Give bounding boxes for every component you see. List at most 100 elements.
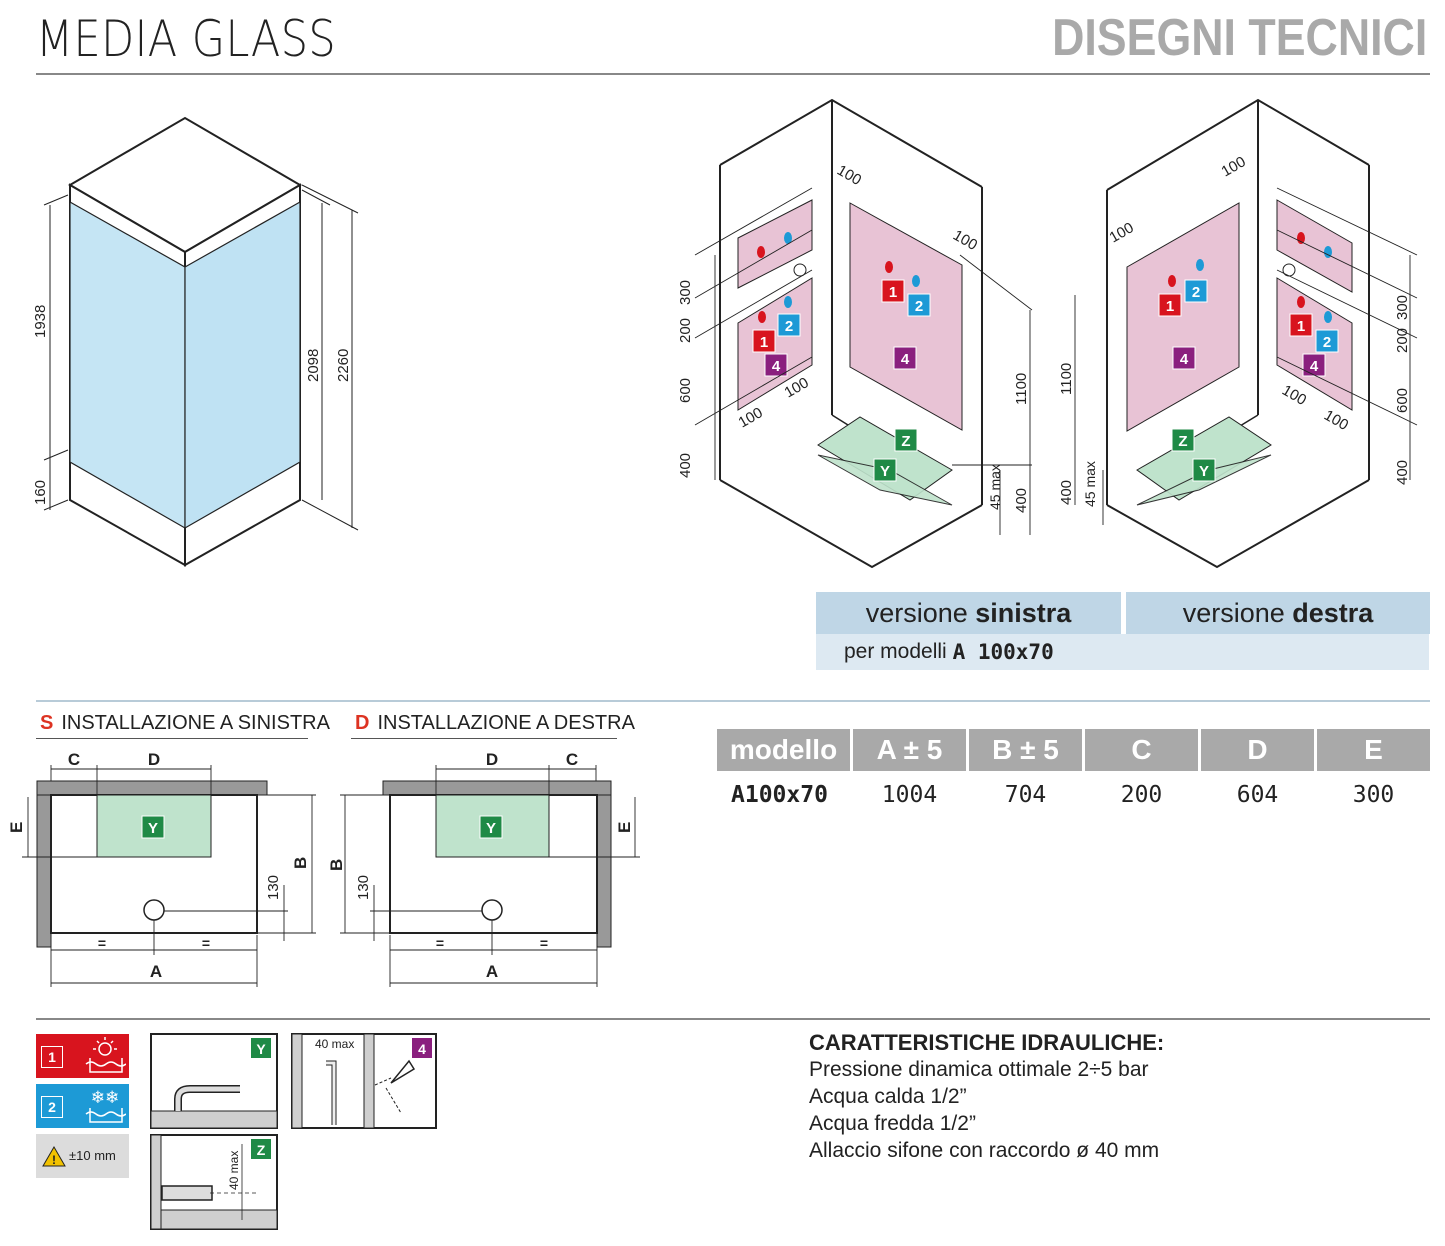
dim-base-height: 160 <box>32 480 49 505</box>
spec-cell-d: 604 <box>1236 782 1279 808</box>
product-title: MEDIA GLASS <box>36 10 337 68</box>
svg-text:❄❄: ❄❄ <box>91 1088 120 1107</box>
legend-hot: 1 <box>36 1034 129 1078</box>
dim-glass-height: 1938 <box>32 305 49 338</box>
header-rule <box>36 73 1430 75</box>
plan-left-dim-b: B <box>291 857 310 869</box>
hydraulics-line-hot: Acqua calda 1/2” <box>809 1085 967 1108</box>
version-left-box: versione sinistra <box>816 592 1121 634</box>
legend-shower-badge: 4 <box>418 1041 426 1057</box>
label-r-200: 200 <box>1394 328 1411 353</box>
legend-tolerance-text: ±10 mm <box>69 1148 116 1163</box>
version-left-prefix: versione <box>865 597 976 628</box>
plan-right-dim-e: E <box>615 822 634 833</box>
badge-cold-r1: 2 <box>1192 284 1200 301</box>
label-r-400-b: 400 <box>1058 480 1075 505</box>
spec-header-d: D <box>1201 729 1314 771</box>
badge-shower-right-wall: 4 <box>901 351 910 368</box>
badge-shower-r1: 4 <box>1180 351 1189 368</box>
legend-tolerance: ! ±10 mm <box>36 1134 129 1178</box>
badge-cold-left: 2 <box>785 318 793 335</box>
label-r-600: 600 <box>1394 388 1411 413</box>
plan-left-equal-b: = <box>202 935 210 951</box>
legend-y-detail: Y <box>150 1033 278 1129</box>
models-prefix: per modelli <box>844 640 953 663</box>
plan-left-dim-e: E <box>10 822 26 833</box>
hydraulics-title: CARATTERISTICHE IDRAULICHE: <box>809 1030 1165 1055</box>
legend-shower-detail: 40 max 4 <box>291 1033 437 1129</box>
svg-text:!: ! <box>52 1153 56 1167</box>
version-left-strong: sinistra <box>975 597 1072 628</box>
badge-hot-r1: 1 <box>1166 298 1174 315</box>
snowflake-water-icon: ❄❄ <box>85 1088 126 1123</box>
models-row: per modelli A 100x70 <box>816 634 1429 670</box>
badge-drain-y-left: Y <box>880 463 890 480</box>
label-r-1100: 1100 <box>1058 363 1075 395</box>
legend-shower-max: 40 max <box>315 1037 354 1051</box>
label-r-100-b: 100 <box>1107 219 1137 246</box>
plan-right-dim-b: B <box>330 859 346 871</box>
plan-left-dim-c: C <box>68 750 80 769</box>
spec-table: modello A ± 5 B ± 5 C D E A100x70 1004 7… <box>714 729 1433 819</box>
badge-drain-z-left: Z <box>901 433 910 450</box>
plan-right-equal-b: = <box>540 935 548 951</box>
label-r-300: 300 <box>1394 295 1411 320</box>
spec-header-a: A ± 5 <box>853 729 966 771</box>
label-45max: 45 max <box>987 464 1003 510</box>
spec-header-b: B ± 5 <box>969 729 1082 771</box>
label-300: 300 <box>677 280 694 305</box>
legend-z-max: 40 max <box>227 1151 241 1190</box>
cabin-iso-drawing: 1938 160 2098 2260 <box>32 116 359 567</box>
models-value: A 100x70 <box>952 640 1054 664</box>
badge-hot-r2: 1 <box>1297 318 1305 335</box>
section-rule <box>36 700 1430 702</box>
label-r-45max: 45 max <box>1082 461 1098 507</box>
badge-shower-r2: 4 <box>1310 358 1319 375</box>
install-left-letter: S <box>40 712 54 734</box>
install-right-letter: D <box>355 712 370 734</box>
badge-hot-right-wall: 1 <box>889 284 897 301</box>
spec-cell-a: 1004 <box>881 782 938 808</box>
label-r-400: 400 <box>1394 460 1411 485</box>
hydraulics-line-pressure: Pressione dinamica ottimale 2÷5 bar <box>809 1058 1149 1081</box>
connection-view-left: 1 2 4 1 2 4 Z Y 100 100 100 100 300 200 … <box>677 98 1033 569</box>
version-right-prefix: versione <box>1182 597 1293 628</box>
dim-door-height: 2098 <box>305 349 322 382</box>
spec-header-row: modello A ± 5 B ± 5 C D E <box>717 729 1430 771</box>
plan-right-dim-d: D <box>486 750 498 769</box>
sun-water-icon <box>85 1037 126 1073</box>
label-100-a: 100 <box>834 162 864 189</box>
plan-right-dim-a: A <box>486 962 498 981</box>
plan-left-equal-a: = <box>98 935 106 951</box>
install-plan-right: Y D C E B 130 = = A <box>330 750 640 987</box>
plan-left-dim-130: 130 <box>265 875 282 900</box>
version-right-strong: destra <box>1292 597 1374 628</box>
legend-y-badge: Y <box>256 1041 266 1057</box>
label-r-100-c: 100 <box>1279 382 1309 409</box>
spec-cell-model: A100x70 <box>731 782 828 808</box>
badge-shower-left: 4 <box>772 358 781 375</box>
label-100-b: 100 <box>950 227 980 254</box>
footer-rule <box>36 1018 1430 1020</box>
plan-right-dim-c: C <box>566 750 578 769</box>
hydraulics-line-cold: Acqua fredda 1/2” <box>809 1112 976 1135</box>
section-title: DISEGNI TECNICI <box>1051 9 1427 67</box>
legend-hot-badge: 1 <box>41 1046 63 1068</box>
label-400: 400 <box>677 453 694 478</box>
label-1100: 1100 <box>1013 373 1030 405</box>
plan-right-badge: Y <box>486 820 496 837</box>
plan-left-badge: Y <box>148 820 158 837</box>
spec-cell-e: 300 <box>1352 782 1395 808</box>
spec-header-c: C <box>1085 729 1198 771</box>
badge-hot-left: 1 <box>760 334 768 351</box>
label-r-100-d: 100 <box>1321 407 1351 434</box>
connection-view-right: 1 2 4 1 2 4 Z Y 100 100 100 100 300 200 … <box>1058 98 1418 569</box>
hydraulics-line-drain: Allaccio sifone con raccordo ø 40 mm <box>809 1139 1160 1162</box>
legend-z-detail: Z 40 max <box>150 1134 278 1230</box>
spec-header-e: E <box>1317 729 1430 771</box>
badge-cold-right-wall: 2 <box>915 298 923 315</box>
legend-cold: 2 ❄❄ <box>36 1084 129 1128</box>
table-row: A100x70 1004 704 200 604 300 <box>717 771 1430 819</box>
spec-header-model: modello <box>717 729 850 771</box>
